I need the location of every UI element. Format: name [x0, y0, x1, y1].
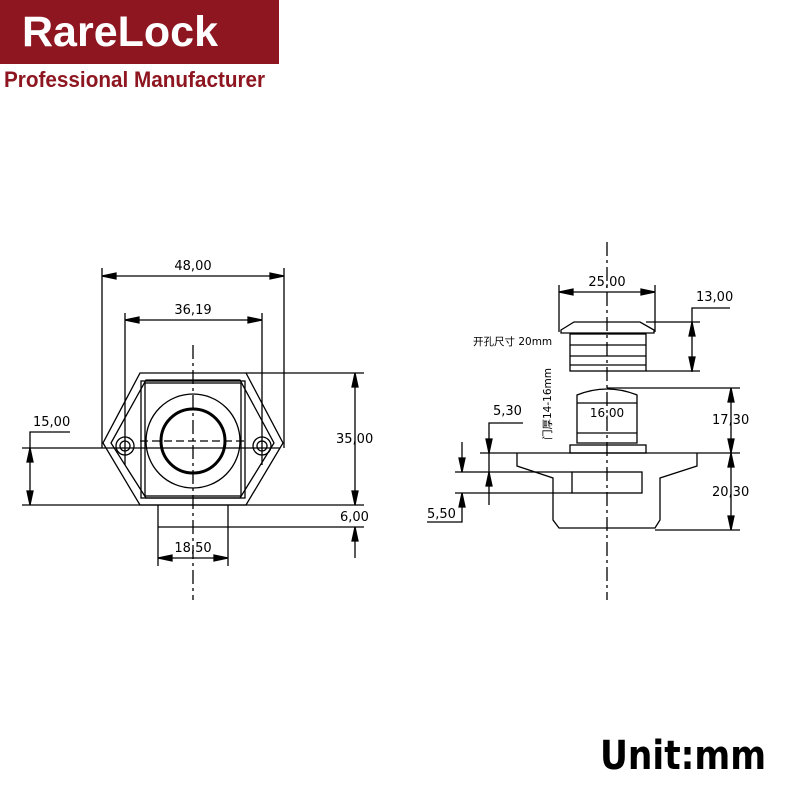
- dim-flange-offset: 5,30: [493, 404, 522, 419]
- annotation-hole-size: 开孔尺寸 20mm: [473, 335, 552, 348]
- dim-button-height: 13,00: [696, 290, 733, 305]
- dim-slot-height: 5,50: [427, 507, 456, 522]
- dim-body-height: 35,00: [336, 432, 373, 447]
- annotation-door-thickness: 门厚14-16mm: [541, 368, 554, 440]
- dim-tab-height: 6,00: [340, 510, 369, 525]
- brand-name: RareLock: [22, 8, 218, 56]
- dim-overall-width: 48,00: [174, 259, 211, 274]
- unit-label: Unit:mm: [600, 733, 767, 779]
- brand-logo-banner: RareLock: [0, 0, 279, 64]
- dim-upper-height: 17,30: [712, 413, 749, 428]
- dim-tab-width: 18,50: [174, 541, 211, 556]
- dim-button-diameter: 25,00: [588, 275, 625, 290]
- dim-core-width: 16,00: [590, 406, 624, 420]
- dim-hole-spacing: 36,19: [174, 303, 211, 318]
- dim-hole-offset: 15,00: [33, 415, 70, 430]
- dim-lower-height: 20,30: [712, 485, 749, 500]
- brand-tagline: Professional Manufacturer: [4, 67, 266, 92]
